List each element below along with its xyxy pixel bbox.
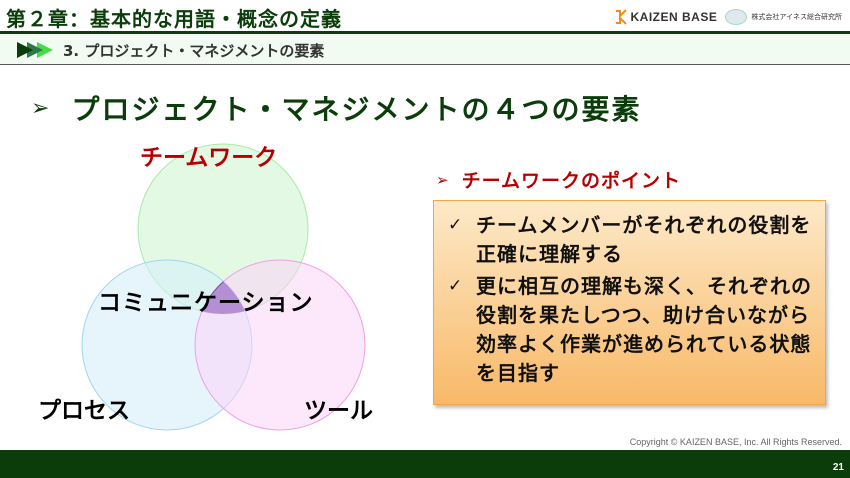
label-tool: ツール xyxy=(304,398,373,424)
communication-center xyxy=(194,260,252,314)
kaizen-base-icon xyxy=(615,9,627,25)
label-communication: コミュニケーション xyxy=(98,290,314,316)
section-bar: 3. プロジェクト・マネジメントの要素 xyxy=(0,35,850,65)
point-item: ✓ 更に相互の理解も深く、それぞれの役割を果たしつつ、助け合いながら効率よく作業… xyxy=(448,272,817,388)
check-icon: ✓ xyxy=(448,215,464,235)
kaizen-base-logo: KAIZEN BASE xyxy=(614,9,718,25)
aines-emblem-icon xyxy=(725,9,748,25)
kaizen-base-text: KAIZEN BASE xyxy=(630,10,718,24)
header-rule xyxy=(0,31,850,34)
triple-arrow-icon xyxy=(17,42,53,58)
section-title: 3. プロジェクト・マネジメントの要素 xyxy=(63,42,325,60)
page-number: 21 xyxy=(832,462,844,473)
arrow-bullet-icon: ➢ xyxy=(436,170,450,189)
footer-bar: 21 xyxy=(0,450,850,478)
label-process: プロセス xyxy=(38,398,130,424)
check-icon: ✓ xyxy=(448,276,464,296)
point-text: 更に相互の理解も深く、それぞれの役割を果たしつつ、助け合いながら効率よく作業が進… xyxy=(476,274,812,385)
point-text: チームメンバーがそれぞれの役割を正確に理解する xyxy=(476,213,812,266)
logo-area: KAIZEN BASE 株式会社アイネス総合研究所 xyxy=(614,6,842,28)
aines-text: 株式会社アイネス総合研究所 xyxy=(751,13,842,21)
point-item: ✓ チームメンバーがそれぞれの役割を正確に理解する xyxy=(448,211,817,269)
aines-logo: 株式会社アイネス総合研究所 xyxy=(725,9,842,25)
points-box: ✓ チームメンバーがそれぞれの役割を正確に理解する ✓ 更に相互の理解も深く、そ… xyxy=(433,200,826,405)
main-title-text: プロジェクト・マネジメントの４つの要素 xyxy=(71,93,642,126)
copyright: Copyright © KAIZEN BASE, Inc. All Rights… xyxy=(629,437,842,447)
arrow-bullet-icon: ➢ xyxy=(31,95,52,121)
points-title: ➢ チームワークのポイント xyxy=(436,166,681,193)
label-teamwork: チームワーク xyxy=(140,145,278,171)
points-title-text: チームワークのポイント xyxy=(461,170,682,192)
main-title: ➢ プロジェクト・マネジメントの４つの要素 xyxy=(31,88,641,128)
chapter-title: 第２章：基本的な用語・概念の定義 xyxy=(6,7,342,31)
